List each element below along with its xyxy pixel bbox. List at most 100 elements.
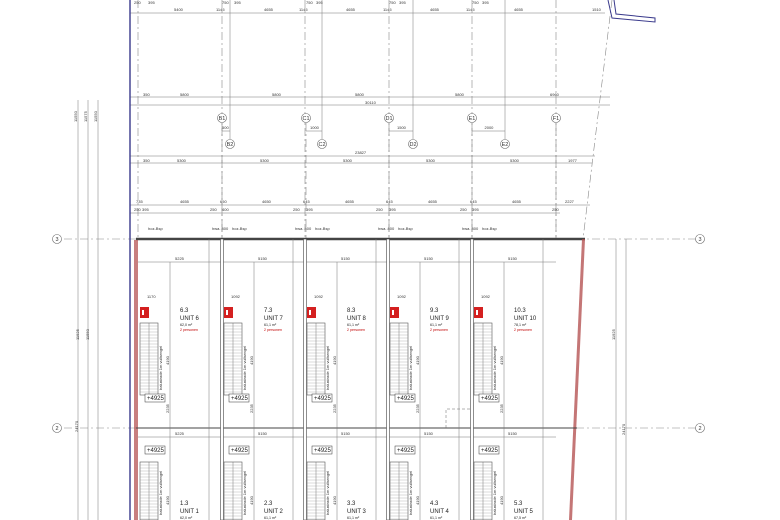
dimension-label: 5800 [272, 92, 282, 97]
stair-note: balustrade 1m vullsengel [492, 346, 497, 390]
unit-name: UNIT 8 [347, 316, 367, 322]
grid-bubble [408, 139, 418, 149]
level-marker-box [311, 393, 333, 403]
dimension-label: 4190 [249, 355, 254, 365]
stair-note: balustrade 1m vullsengel [325, 346, 330, 390]
dimension-label: 11925 [611, 328, 616, 340]
unit-persons: 2 personen [347, 328, 365, 332]
unit-name: UNIT 5 [514, 509, 534, 515]
stair-note: balustrade 1m vullsengel [408, 471, 413, 515]
dimension-label: 11575 [83, 110, 88, 122]
dimension-label: 2235 [499, 403, 504, 413]
dimension-label: 395 [472, 207, 479, 212]
stair-note: balustrade 1m vullsengel [325, 471, 330, 515]
dashed-outline [445, 408, 472, 428]
dimension-label: 750 [389, 0, 396, 5]
dimension-label: 5150 [258, 431, 268, 436]
sign-mark [309, 310, 311, 315]
level-marker-box [144, 445, 166, 455]
grid-bubble [695, 423, 705, 433]
unit-persons: 2 personen [430, 328, 448, 332]
grid-bubble-label: 3 [698, 237, 701, 243]
level-marker: +4925 [231, 396, 249, 402]
unit-name: UNIT 3 [347, 509, 367, 515]
dimension-label: 4190 [165, 495, 170, 505]
unit-area: 62,0 m² [180, 516, 193, 520]
level-marker: +4925 [481, 396, 499, 402]
party-wall [386, 238, 390, 520]
staircase: balustrade 1m vullsengel [306, 461, 330, 520]
unit-area: 61,1 m² [430, 323, 443, 327]
fire-exit-sign [224, 307, 233, 318]
grid-bubble [217, 113, 227, 123]
grid-bubble [551, 113, 561, 123]
dimension-label: 395 [399, 0, 406, 5]
grid-bubble-label: D1 [385, 116, 392, 122]
sign-mark [392, 310, 394, 315]
stair-note: balustrade 1m vullsengel [408, 346, 413, 390]
window-tag: hwa. 800 [378, 226, 395, 231]
unit-code: 2.3 [264, 501, 273, 507]
fire-exit-sign [307, 307, 316, 318]
stair-note: balustrade 1m vullsengel [242, 346, 247, 390]
dimension-label: 4655 [264, 7, 274, 12]
unit-area: 61,1 m² [264, 516, 277, 520]
window-tag: hoz-Bsp [315, 226, 330, 231]
dimension-label: 645 [386, 199, 393, 204]
unit-area: 62,0 m² [180, 323, 193, 327]
grid-bubble-label: C2 [318, 142, 325, 148]
grid-bubble-label: F1 [553, 116, 559, 122]
sign-mark [142, 310, 144, 315]
grid-bubble [52, 423, 62, 433]
dimension-label: 395 [234, 0, 241, 5]
grid-bubble [384, 113, 394, 123]
dimension-label: 24170 [621, 423, 626, 435]
unit-persons: 2 personen [264, 328, 282, 332]
dimension-label: 5300 [177, 158, 187, 163]
unit-persons: 2 personen [180, 328, 198, 332]
level-marker: +4925 [481, 448, 499, 454]
unit-code: 3.3 [347, 501, 356, 507]
level-marker: +4925 [147, 448, 165, 454]
unit-code: 1.3 [180, 501, 189, 507]
level-marker-box [394, 445, 416, 455]
dimension-label: 5225 [175, 431, 185, 436]
fire-exit-sign [140, 307, 149, 318]
dimension-label: 2235 [415, 403, 420, 413]
window-tag: hwa. 800 [462, 226, 479, 231]
unit-name: UNIT 10 [514, 316, 537, 322]
dimension-label: 1092 [231, 294, 241, 299]
staircase: balustrade 1m vullsengel [389, 461, 413, 520]
stair-note: balustrade 1m vullsengel [242, 471, 247, 515]
level-marker: +4925 [314, 396, 332, 402]
dimension-label: 2000 [485, 125, 495, 130]
unit-name: UNIT 2 [264, 509, 284, 515]
dimension-label: 5225 [175, 256, 185, 261]
sign-red-block [307, 307, 316, 318]
dimension-label: 395 [142, 207, 149, 212]
overall-dimension: 23827 [355, 150, 367, 155]
dimension-label: 11550 [85, 328, 90, 340]
party-wall [220, 238, 224, 520]
dimension-label: 735 [136, 199, 143, 204]
dimension-label: 4655 [346, 7, 356, 12]
dimension-label: 4655 [514, 7, 524, 12]
dimension-label: 250 [210, 207, 217, 212]
grid-bubble [317, 139, 327, 149]
unit-area: 78,1 m² [514, 323, 527, 327]
dimension-label: 5150 [258, 256, 268, 261]
stair-note: balustrade 1m vullsengel [158, 471, 163, 515]
grid-bubble-label: 2 [698, 426, 701, 432]
window-tag: hoz-Bsp [232, 226, 247, 231]
dimension-label: 11925 [75, 328, 80, 340]
dimension-label: 4190 [332, 495, 337, 505]
sign-mark [226, 310, 228, 315]
dimension-label: 2235 [165, 403, 170, 413]
dimension-label: 5400 [174, 7, 184, 12]
dimension-label: 1145 [216, 7, 225, 12]
dimension-label: 4655 [428, 199, 438, 204]
unit-code: 8.3 [347, 308, 356, 314]
dimension-label: 645 [303, 199, 310, 204]
staircase: balustrade 1m vullsengel [223, 322, 247, 396]
sign-mark [476, 310, 478, 315]
